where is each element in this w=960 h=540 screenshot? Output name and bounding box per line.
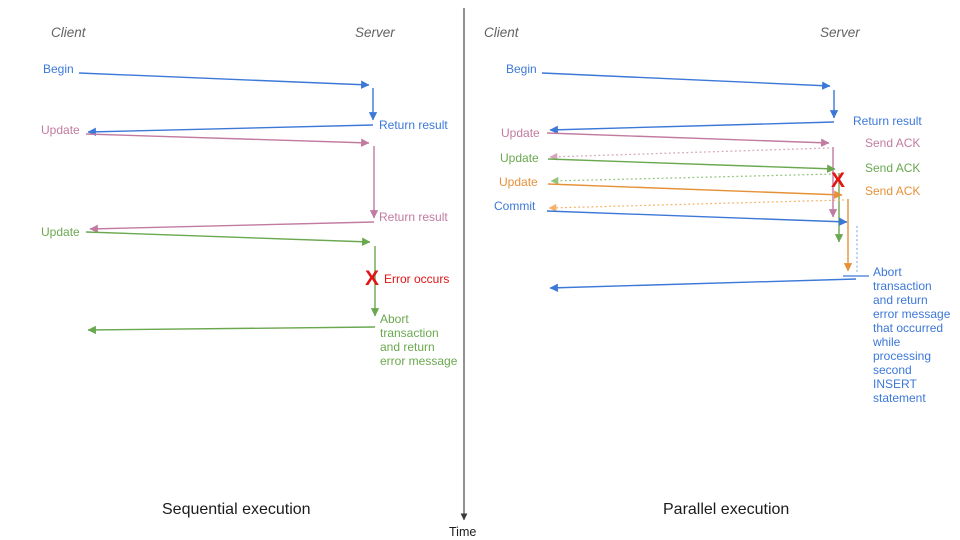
seq-return-result-2-label: Return result [379,210,448,224]
par-server-header: Server [820,25,860,40]
par-update-3-label: Update [499,175,538,189]
seq-title: Sequential execution [162,501,311,518]
seq-abort-message: Abort transaction and return error messa… [380,312,458,368]
seq-return-result-1-label: Return result [379,118,448,132]
par-return-result-label: Return result [853,114,922,128]
seq-update-1-label: Update [41,123,80,137]
par-send-ack-2-label: Send ACK [865,161,921,175]
par-send-ack-1-label: Send ACK [865,136,921,150]
par-send-ack-1-line [549,147,830,161]
par-client-header: Client [484,25,519,40]
seq-error-label: Error occurs [384,272,450,286]
seq-begin-label: Begin [43,62,74,76]
seq-abort-return-line [87,325,376,335]
par-update-2-label: Update [500,151,539,165]
par-update-1-request-line [546,132,830,147]
seq-client-header: Client [51,25,86,40]
par-error-x-icon: X [831,169,846,192]
par-abort-return-line [549,278,857,292]
seq-begin-request-line [78,72,370,89]
par-title: Parallel execution [663,501,790,518]
par-update-2-request-line [547,158,836,173]
seq-return-result-1-line [87,124,374,137]
par-commit-request-line [546,210,848,226]
par-send-ack-3-line [548,199,845,212]
seq-server-header: Server [355,25,395,40]
par-begin-request-line [541,72,831,90]
par-begin-label: Begin [506,62,537,76]
par-update-3-request-line [547,183,843,199]
seq-return-result-2-line [89,221,375,234]
par-send-ack-2-line [550,173,836,185]
time-axis-label: Time [449,525,477,539]
par-send-ack-3-label: Send ACK [865,184,921,198]
seq-update-2-request-line [85,231,371,246]
par-return-result-line [549,121,835,134]
seq-error-x-icon: X [365,267,380,290]
seq-update-1-request-line [85,133,370,147]
seq-update-2-label: Update [41,225,80,239]
par-update-1-label: Update [501,126,540,140]
par-abort-message: Abort transaction and return error messa… [873,265,951,405]
par-commit-label: Commit [494,199,536,213]
